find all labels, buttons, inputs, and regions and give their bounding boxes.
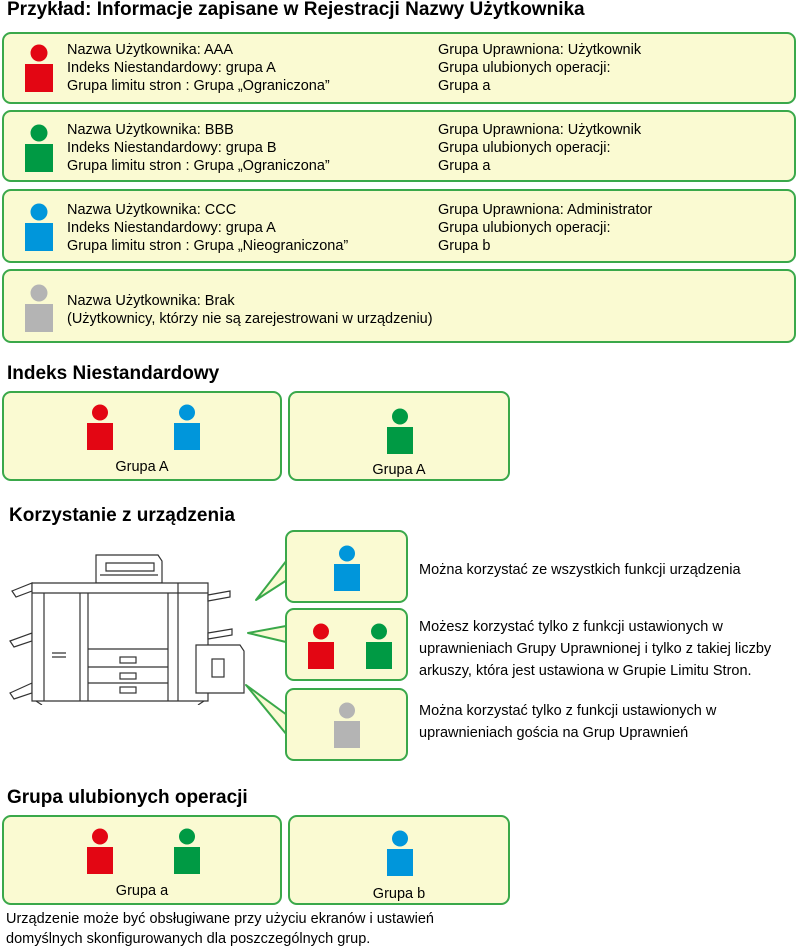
person-icon	[387, 830, 413, 876]
person-icon	[366, 623, 392, 669]
unregistered-note: (Użytkownicy, którzy nie są zarejestrowa…	[67, 311, 433, 327]
callout-text-full-access: Można korzystać ze wszystkich funkcji ur…	[419, 561, 741, 579]
person-icon	[387, 408, 413, 454]
person-icon	[174, 404, 200, 450]
custom-index-group-box-1: Grupa A	[2, 391, 282, 481]
favorite-group-box-a: Grupa a	[2, 815, 282, 905]
custom-index-line: Indeks Niestandardowy: grupa B	[67, 140, 277, 156]
callout-text-line: Możesz korzystać tylko z funkcji ustawio…	[419, 619, 723, 635]
section-title-device-usage: Korzystanie z urządzenia	[9, 505, 235, 526]
page-limit-line: Grupa limitu stron : Grupa „Nieograniczo…	[67, 238, 349, 254]
callout-box-restricted-access	[285, 608, 408, 681]
username-line: Nazwa Użytkownika: Brak	[67, 293, 235, 309]
group-label: Grupa b	[372, 886, 426, 902]
favorite-group-value: Grupa a	[438, 158, 491, 174]
person-icon	[87, 404, 113, 450]
callout-text-line: arkuszy, która jest ustawiona w Grupie L…	[419, 663, 752, 679]
favorite-groups-footer-note: Urządzenie może być obsługiwane przy uży…	[6, 909, 434, 949]
custom-index-group-box-2: Grupa A	[288, 391, 510, 481]
person-icon	[87, 828, 113, 874]
person-icon	[334, 545, 360, 591]
callout-text-restricted-access: Możesz korzystać tylko z funkcji ustawio…	[419, 616, 771, 682]
page-limit-line: Grupa limitu stron : Grupa „Ograniczona”	[67, 78, 330, 94]
user-card-right-text: Grupa Uprawniona: Użytkownik Grupa ulubi…	[438, 121, 641, 175]
group-label: Grupa A	[115, 459, 169, 475]
user-card-bbb: Nazwa Użytkownika: BBB Indeks Niestandar…	[2, 110, 796, 182]
callout-text-line: uprawnieniach Grupy Uprawnionej i tylko …	[419, 641, 772, 657]
authority-group-line: Grupa Uprawniona: Użytkownik	[438, 122, 642, 138]
callout-text-guest-access: Można korzystać tylko z funkcji ustawion…	[419, 700, 716, 744]
footer-line: domyślnych skonfigurowanych dla poszczeg…	[6, 931, 371, 947]
callout-box-guest-access	[285, 688, 408, 761]
person-icon	[25, 284, 53, 332]
custom-index-line: Indeks Niestandardowy: grupa A	[67, 220, 276, 236]
callout-text-line: uprawnieniach gościa na Grup Uprawnień	[419, 725, 689, 741]
group-label: Grupa a	[115, 883, 169, 899]
user-card-unregistered: Nazwa Użytkownika: Brak (Użytkownicy, kt…	[2, 269, 796, 343]
user-card-left-text: Nazwa Użytkownika: BBB Indeks Niestandar…	[67, 121, 330, 175]
authority-group-line: Grupa Uprawniona: Administrator	[438, 202, 653, 218]
user-card-ccc: Nazwa Użytkownika: CCC Indeks Niestandar…	[2, 189, 796, 263]
user-card-left-text: Nazwa Użytkownika: CCC Indeks Niestandar…	[67, 201, 348, 255]
user-card-left-text: Nazwa Użytkownika: Brak (Użytkownicy, kt…	[67, 292, 433, 328]
footer-line: Urządzenie może być obsługiwane przy uży…	[6, 911, 434, 927]
user-card-right-text: Grupa Uprawniona: Administrator Grupa ul…	[438, 201, 652, 255]
username-line: Nazwa Użytkownika: AAA	[67, 42, 234, 58]
user-card-left-text: Nazwa Użytkownika: AAA Indeks Niestandar…	[67, 41, 330, 95]
user-card-right-text: Grupa Uprawniona: Użytkownik Grupa ulubi…	[438, 41, 641, 95]
callout-box-full-access	[285, 530, 408, 603]
authority-group-line: Grupa Uprawniona: Użytkownik	[438, 42, 642, 58]
user-card-aaa: Nazwa Użytkownika: AAA Indeks Niestandar…	[2, 32, 796, 104]
favorite-group-label: Grupa ulubionych operacji:	[438, 60, 611, 76]
section-title-registration: Przykład: Informacje zapisane w Rejestra…	[7, 0, 585, 20]
favorite-group-label: Grupa ulubionych operacji:	[438, 140, 611, 156]
favorite-group-value: Grupa a	[438, 78, 491, 94]
person-icon	[25, 44, 53, 92]
person-icon	[334, 702, 360, 748]
section-title-favorite-groups: Grupa ulubionych operacji	[7, 787, 248, 808]
page-limit-line: Grupa limitu stron : Grupa „Ograniczona”	[67, 158, 330, 174]
section-title-custom-index: Indeks Niestandardowy	[7, 363, 220, 384]
username-line: Nazwa Użytkownika: BBB	[67, 122, 234, 138]
group-label: Grupa A	[372, 462, 426, 478]
favorite-group-box-b: Grupa b	[288, 815, 510, 905]
printer-illustration	[9, 554, 245, 705]
person-icon	[308, 623, 334, 669]
person-icon	[25, 124, 53, 172]
custom-index-line: Indeks Niestandardowy: grupa A	[67, 60, 276, 76]
favorite-group-label: Grupa ulubionych operacji:	[438, 220, 611, 236]
person-icon	[174, 828, 200, 874]
username-line: Nazwa Użytkownika: CCC	[67, 202, 237, 218]
person-icon	[25, 203, 53, 251]
callout-text-line: Można korzystać tylko z funkcji ustawion…	[419, 703, 717, 719]
callout-text-line: Można korzystać ze wszystkich funkcji ur…	[419, 562, 741, 578]
favorite-group-value: Grupa b	[438, 238, 491, 254]
